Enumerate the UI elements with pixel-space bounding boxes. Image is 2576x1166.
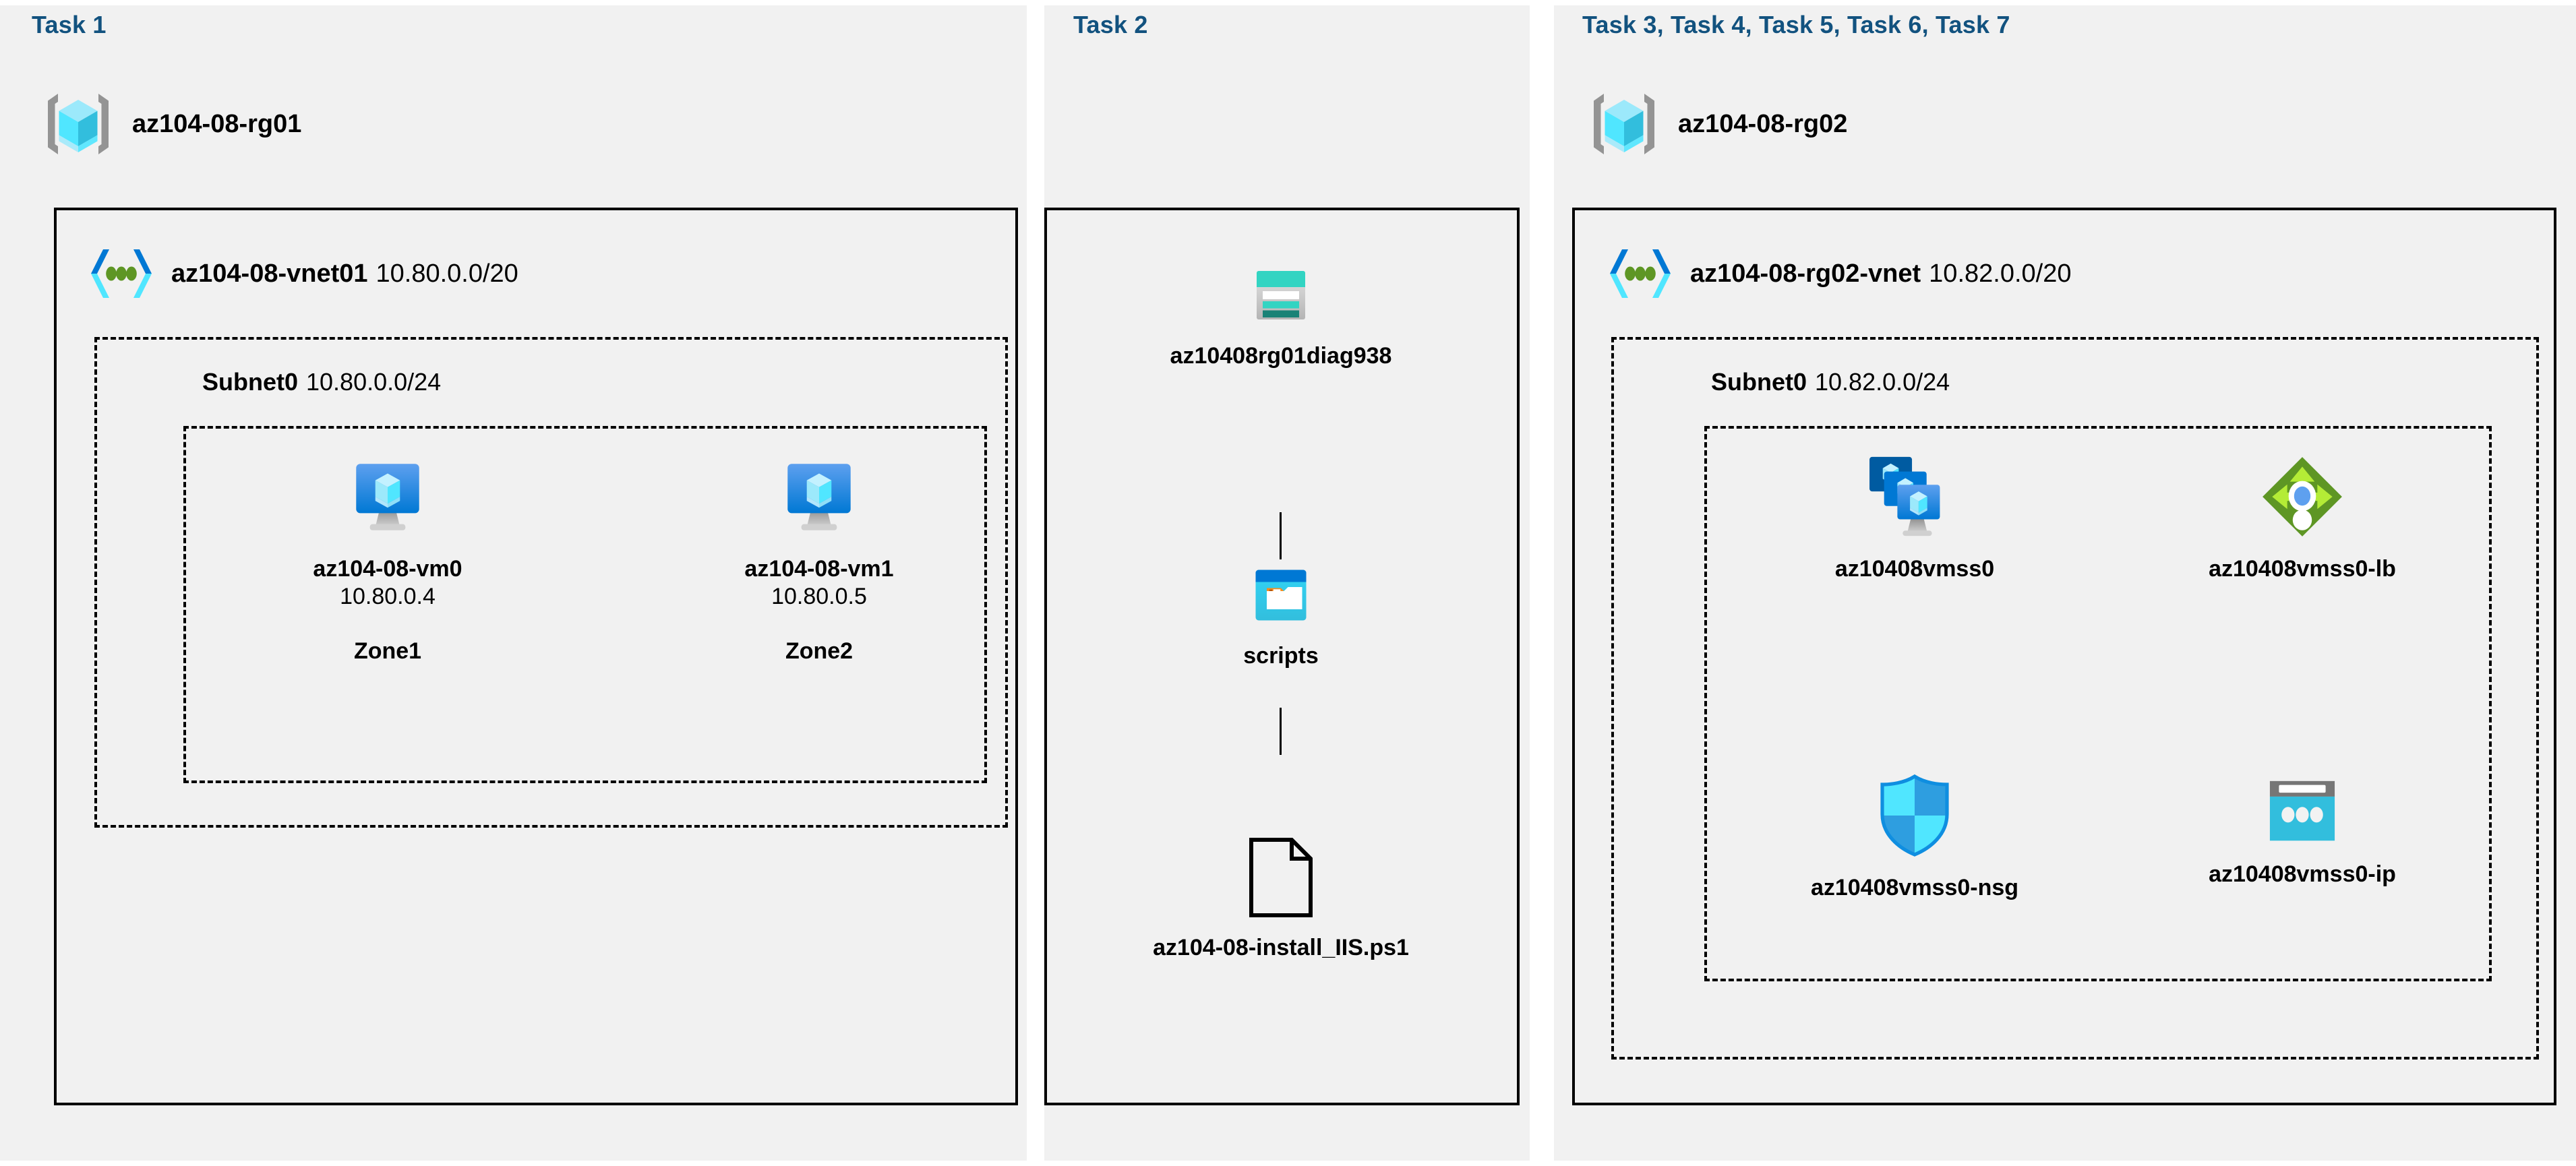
resource-group-icon [42, 88, 115, 160]
virtual-machine-icon [775, 453, 863, 541]
subnet-cidr: 10.82.0.0/24 [1815, 368, 1950, 396]
network-security-group-icon [1876, 772, 1954, 859]
node-storage-account[interactable]: az10408rg01diag938 [1170, 263, 1391, 369]
panel-title-task3-7: Task 3, Task 4, Task 5, Task 6, Task 7 [1582, 11, 2010, 38]
vnet-cidr: 10.80.0.0/20 [376, 259, 518, 288]
resource-group-row-rg02: az104-08-rg02 [1588, 88, 1847, 160]
panel-title-task1: Task 1 [32, 11, 107, 38]
node-zone: Zone1 [353, 638, 422, 664]
subnet-row-panel3: Subnet0 10.82.0.0/24 [1711, 368, 1950, 396]
resource-group-row-rg01: az104-08-rg01 [42, 88, 301, 160]
subnet-box-panel3 [1611, 337, 2539, 1060]
node-vm0[interactable]: az104-08-vm0 10.80.0.4 Zone1 [287, 453, 489, 665]
node-vmss[interactable]: az10408vmss0 [1807, 453, 2023, 582]
panel-task3-7 [1554, 5, 2576, 1161]
node-label: az10408vmss0-ip [2209, 861, 2396, 887]
subnet-box-panel1 [94, 337, 1008, 828]
resource-group-icon [1588, 88, 1660, 160]
zone-box-panel1 [183, 426, 987, 783]
virtual-network-icon [1608, 241, 1673, 306]
node-vm1[interactable]: az104-08-vm1 10.80.0.5 Zone2 [718, 453, 920, 665]
node-nsg[interactable]: az10408vmss0-nsg [1807, 772, 2023, 901]
node-load-balancer[interactable]: az10408vmss0-lb [2194, 453, 2410, 582]
virtual-machine-icon [344, 453, 431, 541]
node-blob-container[interactable]: scripts [1187, 563, 1375, 669]
vnet-box-rg02vnet [1572, 208, 2556, 1105]
virtual-network-icon [89, 241, 154, 306]
node-ip: 10.80.0.4 [340, 584, 436, 610]
node-label: az104-08-install_IIS.ps1 [1153, 935, 1409, 960]
node-label: az10408vmss0-lb [2209, 556, 2396, 582]
connector-container-to-file [1280, 708, 1282, 755]
node-label: scripts [1243, 643, 1319, 669]
node-script-file[interactable]: az104-08-install_IIS.ps1 [1153, 836, 1409, 961]
subnet-name: Subnet0 [1711, 368, 1807, 396]
vnet-row-rg02vnet: az104-08-rg02-vnet 10.82.0.0/20 [1608, 241, 2071, 306]
resource-group-label: az104-08-rg02 [1678, 109, 1848, 138]
load-balancer-icon [2258, 453, 2346, 541]
panel-task1 [0, 5, 1027, 1161]
node-label: az10408vmss0 [1834, 556, 1995, 582]
panel-title-task2: Task 2 [1073, 11, 1148, 38]
node-zone: Zone2 [785, 638, 853, 664]
node-label: az104-08-vm0 [313, 556, 462, 582]
vnet-name: az104-08-vnet01 [171, 259, 368, 288]
storage-box-panel2 [1044, 208, 1520, 1105]
connector-storage-to-container [1280, 512, 1282, 559]
node-ip: 10.80.0.5 [771, 584, 867, 610]
node-label: az10408vmss0-nsg [1810, 875, 2019, 900]
vnet-name: az104-08-rg02-vnet [1690, 259, 1921, 288]
subnet-name: Subnet0 [202, 368, 299, 396]
vm-scale-set-icon [1866, 453, 1963, 541]
resource-group-label: az104-08-rg01 [132, 109, 302, 138]
inner-resource-box-panel3 [1704, 426, 2492, 981]
vnet-row-vnet01: az104-08-vnet01 10.80.0.0/20 [89, 241, 518, 306]
public-ip-address-icon [2263, 778, 2342, 846]
vnet-box-vnet01 [54, 208, 1018, 1105]
node-label: az104-08-vm1 [744, 556, 894, 582]
storage-account-icon [1249, 263, 1313, 328]
file-icon [1247, 836, 1315, 919]
vnet-cidr: 10.82.0.0/20 [1929, 259, 2072, 288]
node-label: az10408rg01diag938 [1170, 343, 1392, 369]
node-public-ip[interactable]: az10408vmss0-ip [2194, 778, 2410, 888]
subnet-cidr: 10.80.0.0/24 [306, 368, 442, 396]
blob-container-icon [1249, 563, 1313, 627]
